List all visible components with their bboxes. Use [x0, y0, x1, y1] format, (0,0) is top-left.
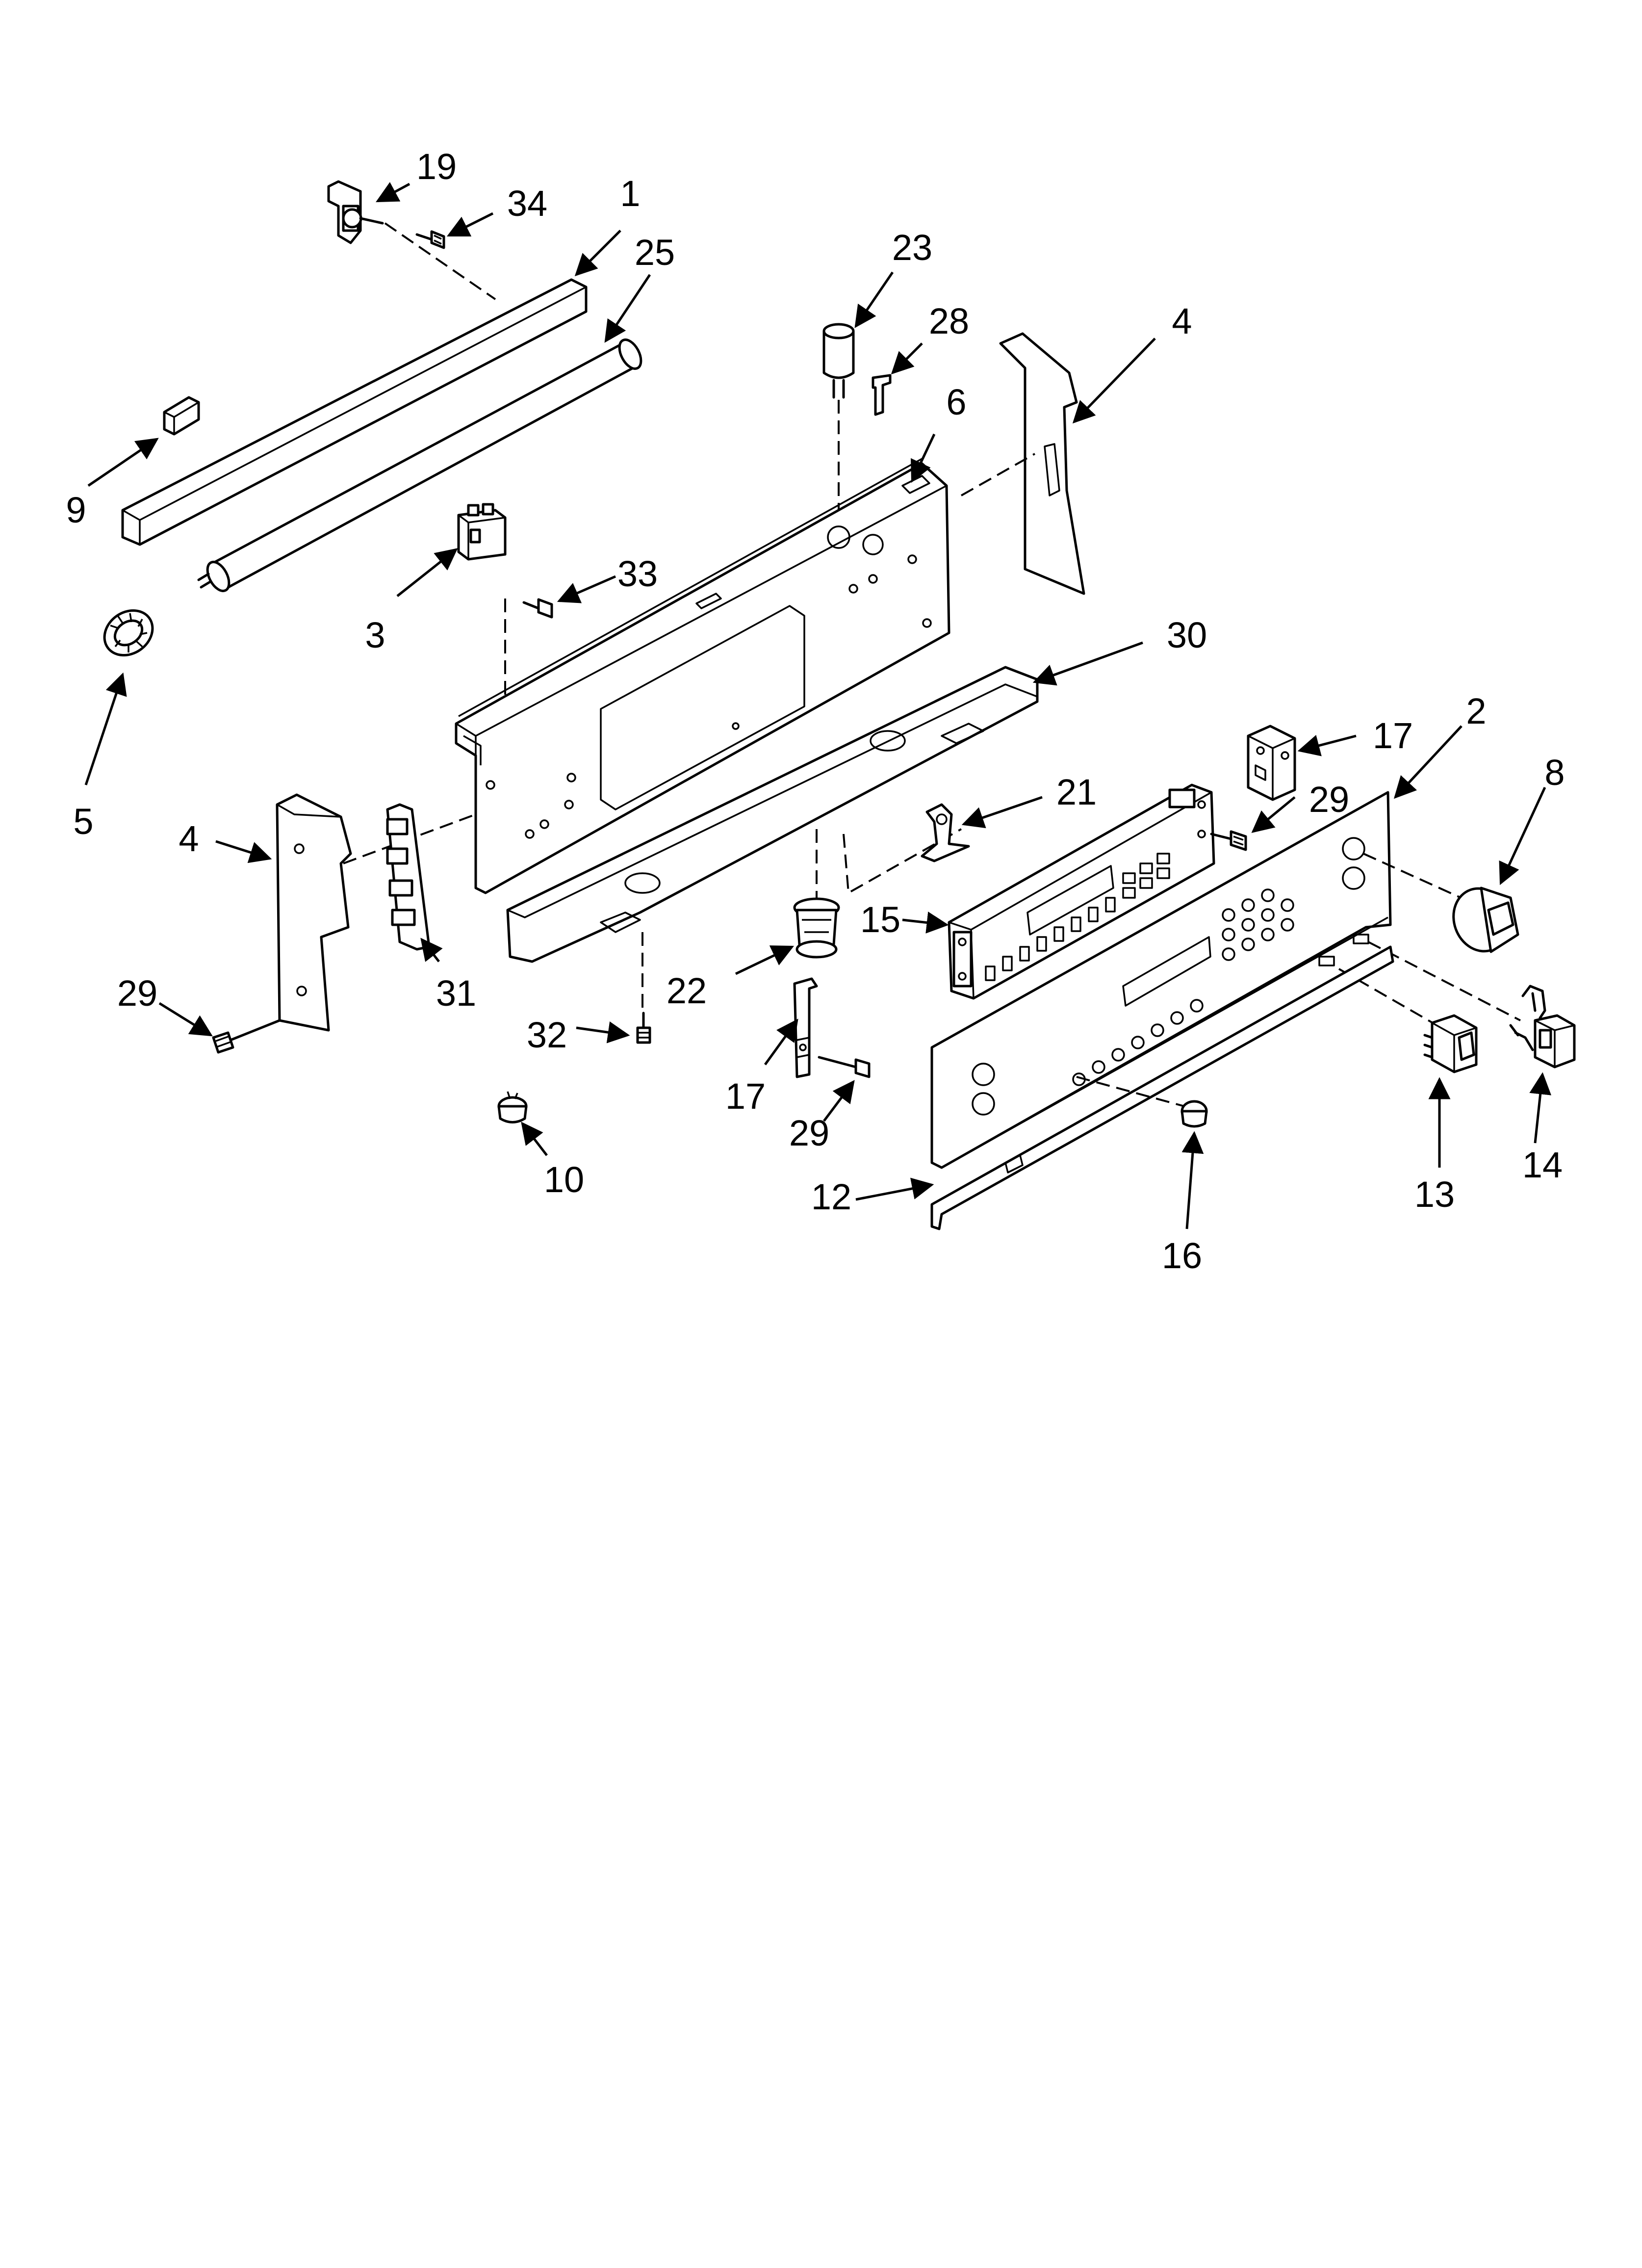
callout-15: 15 — [860, 899, 900, 940]
part-8-knob — [1452, 886, 1519, 953]
callout-33: 33 — [617, 553, 658, 594]
callout-16: 16 — [1162, 1235, 1202, 1276]
callout-29-right: 29 — [1309, 779, 1349, 820]
part-25-fluorescent-tube — [197, 339, 642, 592]
part-2-control-panel — [930, 791, 1392, 1169]
callout-25: 25 — [635, 232, 675, 273]
part-34-screw — [415, 230, 445, 249]
part-3-switch — [457, 503, 507, 561]
callout-9: 9 — [66, 490, 86, 530]
callout-arrows — [84, 182, 1552, 1229]
part-28-bracket — [872, 374, 892, 416]
callout-32: 32 — [527, 1015, 567, 1055]
part-5-socket-ring — [103, 609, 154, 657]
callout-22: 22 — [667, 970, 707, 1011]
part-12-trim-strip — [930, 945, 1394, 1230]
part-16-button — [1180, 1100, 1208, 1128]
callout-labels: 19 34 1 25 23 28 4 6 9 33 3 30 5 17 2 8 … — [66, 146, 1565, 1276]
part-29-screw-right — [1210, 830, 1247, 851]
part-4-end-cap-left — [276, 793, 352, 1032]
callout-6: 6 — [946, 382, 966, 422]
callout-19: 19 — [416, 146, 457, 187]
callout-5: 5 — [73, 801, 93, 842]
callout-4-right: 4 — [1172, 301, 1192, 341]
callout-10: 10 — [544, 1159, 584, 1200]
part-29-screw-left — [212, 1019, 281, 1054]
callout-4-left: 4 — [179, 818, 199, 859]
callout-30: 30 — [1167, 615, 1207, 655]
part-13-rocker-switch — [1423, 1014, 1478, 1073]
part-33-screw — [522, 598, 553, 619]
callout-21: 21 — [1056, 772, 1097, 812]
part-22-grommet — [793, 897, 840, 959]
part-9-clip — [163, 396, 200, 436]
callout-31: 31 — [436, 973, 476, 1014]
part-29-screw-center — [818, 1056, 871, 1078]
part-31-harness-clip — [386, 803, 431, 951]
callout-8: 8 — [1544, 752, 1565, 793]
callout-2: 2 — [1466, 691, 1486, 731]
part-14-switch-wired — [1509, 985, 1576, 1069]
callout-29-left: 29 — [117, 973, 157, 1014]
callout-3: 3 — [365, 615, 385, 655]
callout-17-right: 17 — [1373, 715, 1413, 756]
callout-34: 34 — [507, 183, 547, 224]
callout-29-center: 29 — [789, 1113, 829, 1153]
part-30-panel-bracket — [506, 666, 1039, 963]
part-1-lamp-lens — [121, 278, 588, 546]
callout-23: 23 — [892, 227, 932, 268]
callout-13: 13 — [1414, 1174, 1455, 1215]
callout-28: 28 — [929, 301, 969, 341]
part-19-lamp-socket — [327, 180, 384, 244]
part-17-bracket-center — [793, 977, 818, 1078]
part-32-screw — [636, 1012, 651, 1044]
part-23-capacitor — [822, 323, 855, 399]
part-4-end-cap-right — [999, 332, 1085, 595]
callout-1: 1 — [620, 173, 640, 214]
part-21-tab-bracket — [921, 803, 970, 862]
callout-12: 12 — [811, 1176, 851, 1217]
part-15-control-board — [948, 783, 1215, 1000]
part-17-bracket-right — [1247, 725, 1296, 801]
part-10-button-plug — [497, 1091, 528, 1123]
callout-14: 14 — [1522, 1145, 1563, 1185]
callout-17-center: 17 — [725, 1076, 766, 1117]
